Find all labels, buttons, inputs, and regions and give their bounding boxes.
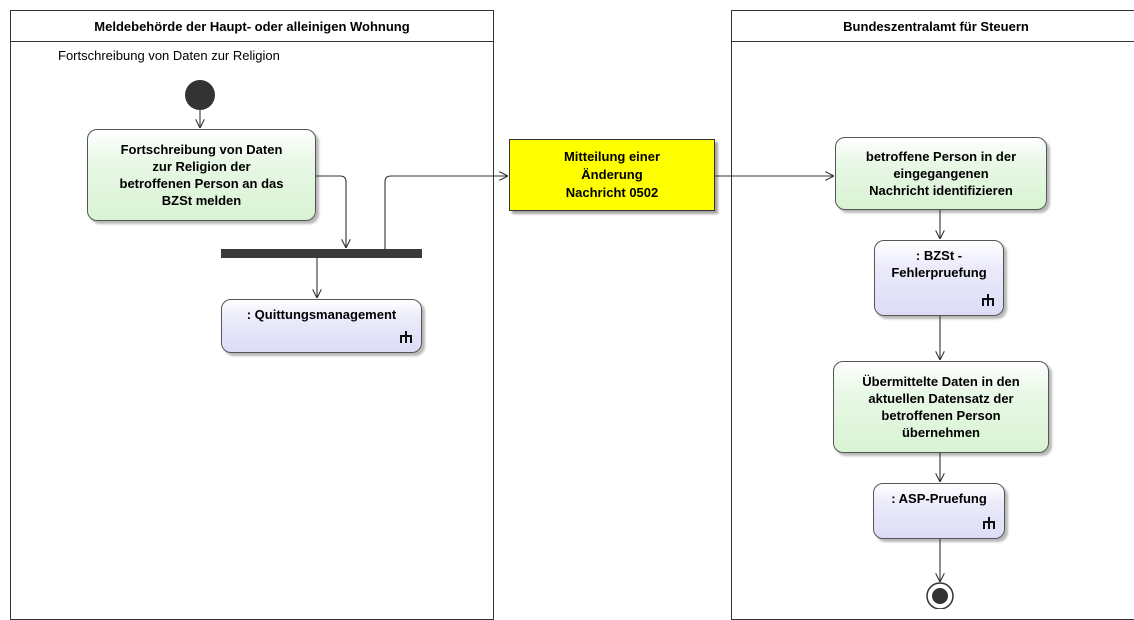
- message-label: Mitteilung einer Änderung Nachricht 0502: [563, 149, 661, 200]
- swimlane-header: Meldebehörde der Haupt- oder alleinigen …: [11, 11, 493, 42]
- action-adopt-data[interactable]: Übermittelte Daten in den aktuellen Date…: [833, 361, 1049, 453]
- call-label: : BZSt - Fehlerpruefung: [891, 248, 987, 280]
- initial-node-icon: [185, 80, 215, 110]
- flow-edge: [384, 176, 508, 249]
- call-behavior-asp-pruefung[interactable]: : ASP-Pruefung: [873, 483, 1005, 539]
- message-object-nachricht-0502[interactable]: Mitteilung einer Änderung Nachricht 0502: [509, 139, 715, 211]
- action-label: Fortschreibung von Daten zur Religion de…: [119, 142, 284, 208]
- call-behavior-bzst-fehlerpruefung[interactable]: : BZSt - Fehlerpruefung: [874, 240, 1004, 316]
- call-label: : Quittungsmanagement: [246, 307, 397, 322]
- action-identify-person[interactable]: betroffene Person in der eingegangenen N…: [835, 137, 1047, 210]
- rake-icon: [983, 517, 995, 529]
- action-report-religion-data[interactable]: Fortschreibung von Daten zur Religion de…: [87, 129, 316, 221]
- rake-icon: [400, 331, 412, 343]
- flow-edge: [316, 175, 346, 248]
- rake-icon: [982, 294, 994, 306]
- call-label: : ASP-Pruefung: [891, 491, 987, 506]
- final-node-icon: [926, 582, 954, 609]
- action-label: Übermittelte Daten in den aktuellen Date…: [862, 374, 1020, 440]
- action-label: betroffene Person in der eingegangenen N…: [865, 149, 1017, 198]
- fork-bar: [221, 249, 422, 258]
- call-behavior-quittungsmanagement[interactable]: : Quittungsmanagement: [221, 299, 422, 353]
- activity-title: Fortschreibung von Daten zur Religion: [58, 48, 280, 63]
- swimlane-header: Bundeszentralamt für Steuern: [732, 11, 1134, 42]
